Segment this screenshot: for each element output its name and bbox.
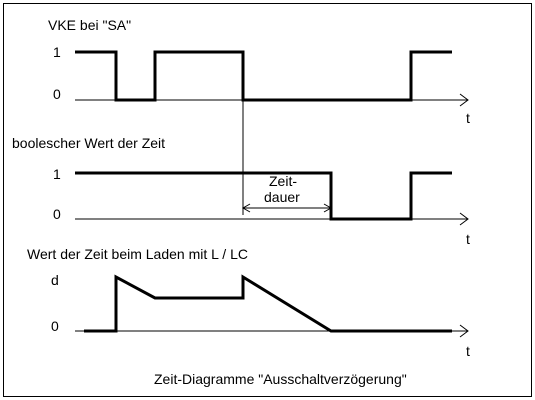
duration-label-line1: Zeit-	[269, 173, 297, 189]
panel2-high-label: 1	[53, 166, 61, 182]
outer-frame	[3, 3, 532, 397]
panel2-signal	[75, 171, 452, 221]
diagram-caption: Zeit-Diagramme "Ausschaltverzögerung"	[154, 371, 407, 387]
panel1-axis-arrow	[459, 93, 469, 107]
panel2-axis-arrow	[459, 212, 469, 226]
panel3-title: Wert der Zeit beim Laden mit L / LC	[27, 246, 248, 262]
duration-label-line2: dauer	[264, 189, 300, 205]
panel3-axis-arrow	[459, 324, 469, 338]
panel1-high-label: 1	[53, 44, 61, 60]
panel2-axis-label: t	[466, 231, 470, 247]
panel1-title: VKE bei "SA"	[48, 17, 131, 33]
panel3-axis-label: t	[466, 343, 470, 359]
panel3-low-label: 0	[51, 318, 59, 334]
panel3-signal	[84, 274, 452, 333]
panel3-high-label: d	[51, 272, 59, 288]
panel2-title: boolescher Wert der Zeit	[12, 135, 165, 151]
panel2-low-label: 0	[53, 206, 61, 222]
panel1-low-label: 0	[53, 86, 61, 102]
panel1-signal	[75, 50, 452, 102]
duration-arrow-right	[323, 203, 333, 213]
panel1-axis-label: t	[466, 110, 470, 126]
duration-arrow-left	[241, 203, 251, 213]
